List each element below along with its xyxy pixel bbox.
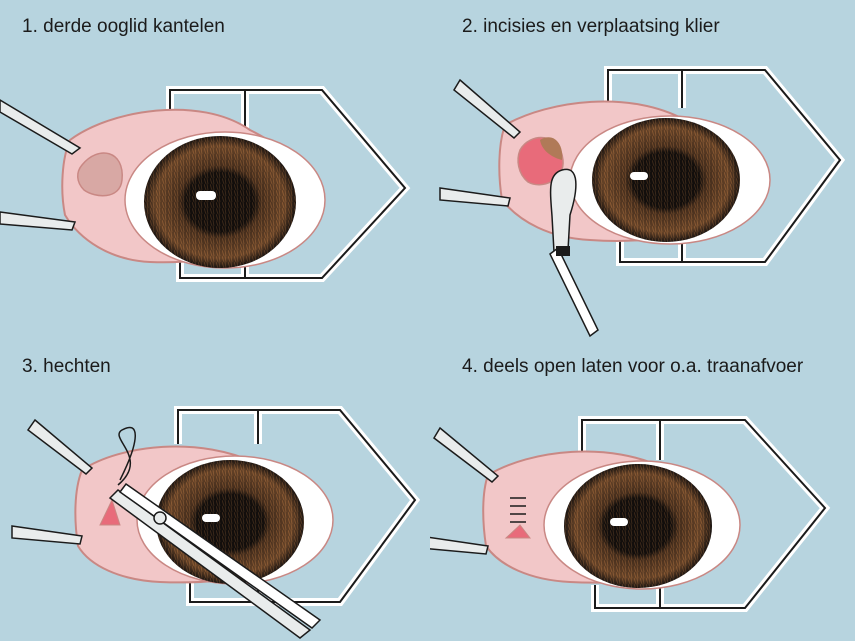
gland <box>77 152 123 197</box>
panel-3-label: 3. hechten <box>22 356 111 377</box>
light-reflection <box>196 191 216 200</box>
forceps-icon <box>430 426 500 555</box>
eyelid-speculum-icon <box>581 419 827 609</box>
needle-holder-icon <box>108 482 322 639</box>
forceps-icon <box>11 418 94 545</box>
forceps-icon <box>0 99 82 231</box>
scalpel-icon <box>549 168 599 338</box>
panel-1-drawing <box>0 86 411 282</box>
light-reflection <box>202 514 220 522</box>
suture-icon <box>510 497 526 523</box>
suture-icon <box>117 426 136 486</box>
panel-4-label: 4. deels open laten voor o.a. traanafvoe… <box>462 356 804 377</box>
panel-2-drawing <box>439 66 846 338</box>
panel-1-label: 1. derde ooglid kantelen <box>22 16 225 37</box>
light-reflection <box>610 518 628 526</box>
panel-2-label: 2. incisies en verplaatsing klier <box>462 16 720 37</box>
panel-4-drawing <box>430 416 831 612</box>
panel-3-drawing <box>11 406 420 639</box>
light-reflection <box>630 172 648 180</box>
forceps-icon <box>439 78 522 207</box>
